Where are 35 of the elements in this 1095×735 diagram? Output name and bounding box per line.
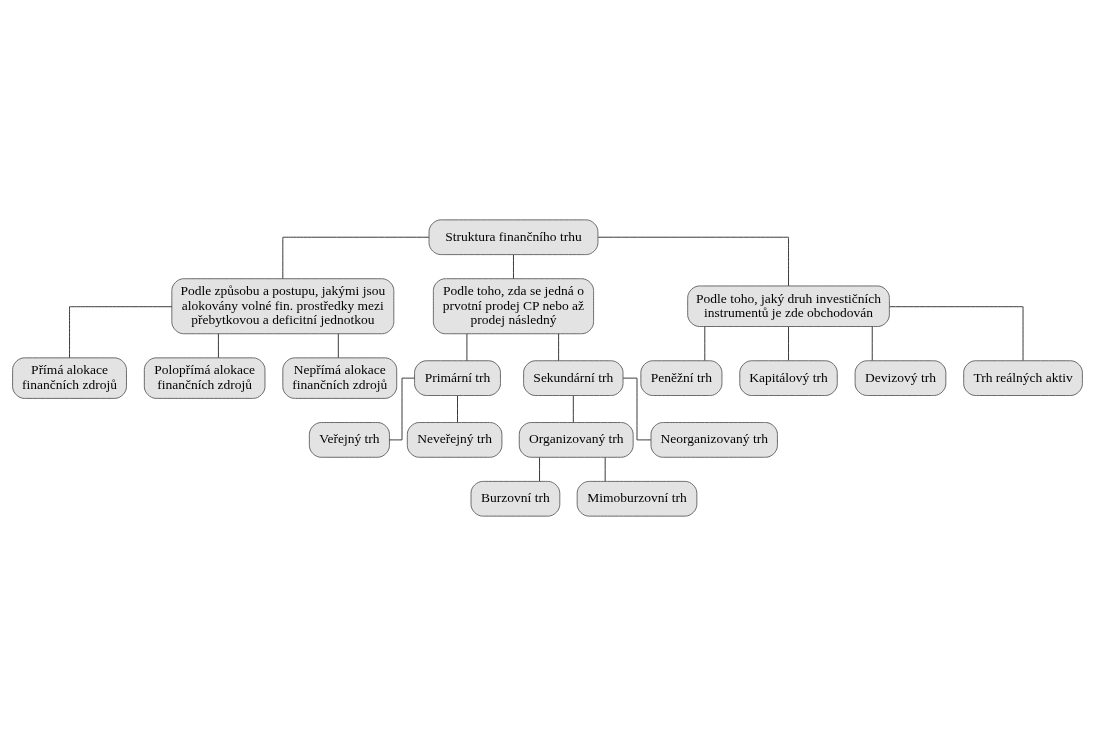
connector (597, 236, 789, 286)
connector (466, 332, 468, 361)
connector (337, 332, 339, 358)
node-box: Podle toho, zda se jedná o prvotní prodej CP nebo až prodej následný (432, 277, 595, 334)
connector (889, 305, 1024, 361)
node-box: Mimoburzovní trh (576, 480, 698, 517)
connector (704, 325, 706, 361)
connector (282, 236, 430, 279)
connector (871, 325, 873, 361)
node-box: Primární trh (414, 359, 501, 396)
node-box: Struktura finančního trhu (428, 218, 599, 255)
connector (604, 456, 606, 482)
node-box: Nepřímá alokace finančních zdrojů (282, 356, 398, 399)
node-box: Neorganizovaný trh (650, 421, 778, 458)
node-box: Devizový trh (854, 359, 947, 396)
node-box: Přímá alokace finančních zdrojů (12, 356, 127, 399)
node-box: Organizovaný trh (518, 421, 634, 458)
connector (539, 456, 541, 482)
connector (217, 332, 219, 358)
node-box: Podle toho, jaký druh investičních instrumentů je zde obchodován (687, 285, 890, 327)
node-box: Sekundární trh (523, 359, 624, 396)
connector (572, 394, 574, 423)
connector (558, 332, 560, 361)
node-box: Podle způsobu a postupu, jakými jsou alokovány volné fin. prostředky mezi přebytkovou a deficitní jednotkou (171, 277, 395, 334)
connector (457, 394, 458, 423)
node-box: Veřejný trh (308, 421, 390, 458)
node-box: Trh reálných aktiv (963, 359, 1083, 396)
node-box: Polopřímá alokace finančních zdrojů (143, 356, 266, 399)
connector (69, 305, 173, 358)
node-box: Kapitálový trh (739, 359, 838, 396)
node-box: Burzovní trh (470, 480, 561, 517)
node-box: Neveřejný trh (406, 421, 503, 458)
node-box: Peněžní trh (640, 359, 723, 396)
connector (788, 325, 789, 361)
connector (513, 253, 514, 279)
